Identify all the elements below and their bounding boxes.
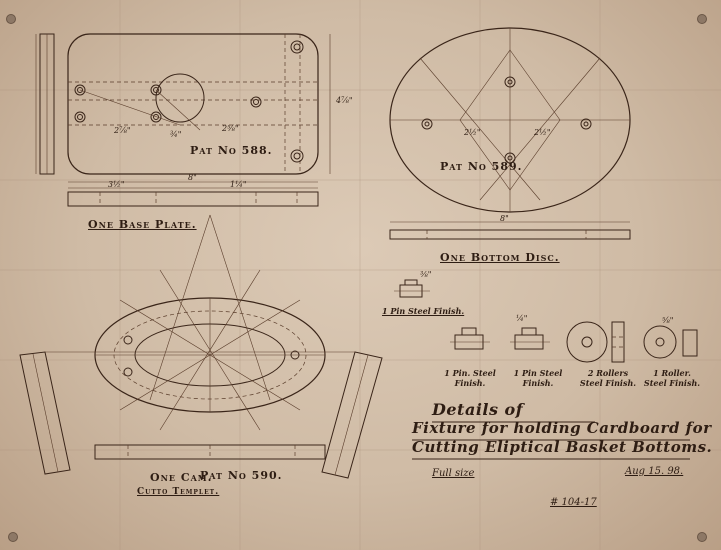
rollers-2-drawing [566, 321, 625, 363]
pat-588-label: Pat No 588. [190, 144, 273, 157]
dim-base-2-15: 2⅝" [222, 124, 239, 133]
pin-3-label: 1 Pin Steel Finish. [513, 368, 563, 388]
dim-base-3-2: 3½" [108, 180, 125, 189]
dim-base-side: 4⅞" [336, 96, 353, 105]
drawing-number: # 104-17 [550, 497, 597, 508]
pat-590-label: Pat No 590. [200, 469, 283, 482]
dim-base-3-4: ¾" [170, 130, 182, 139]
dim-base-1-4: 1¼" [230, 180, 247, 189]
dim-base-8: 8" [188, 173, 197, 182]
bottom-disc-label: One Bottom Disc. [440, 251, 560, 264]
pat-589-label: Pat No 589. [440, 160, 523, 173]
dim-roller: ⅝" [662, 316, 674, 325]
dim-pin-top: ⅜" [420, 270, 432, 279]
roller-1-label: 1 Roller. Steel Finish. [643, 368, 701, 388]
cam-drawing [19, 214, 383, 479]
pin-3-drawing [510, 327, 550, 350]
base-plate-drawing [35, 33, 331, 207]
title-line-1: Details of [432, 400, 524, 419]
dim-disc-2-5a: 2½" [464, 128, 481, 137]
scale-label: Full size [432, 468, 475, 479]
pin-2-label: 1 Pin. Steel Finish. [444, 368, 496, 388]
title-line-2: Fixture for holding Cardboard for [412, 419, 712, 437]
cutto-templet-label: Cutto Templet. [137, 487, 220, 497]
pushpin-icon [8, 532, 18, 542]
title-line-3: Cutting Eliptical Basket Bottoms. [412, 438, 713, 456]
dim-disc-8: 8" [500, 214, 509, 223]
dim-disc-2-5b: 2½" [534, 128, 551, 137]
pin-2-drawing [450, 327, 490, 350]
date-label: Aug 15. 98. [625, 466, 684, 477]
pushpin-icon [6, 14, 16, 24]
roller-1-drawing [643, 325, 698, 359]
pin-1-drawing [394, 279, 430, 298]
dim-pin-mid: ¼" [516, 314, 528, 323]
bottom-disc-drawing [389, 27, 631, 240]
cam-label: One Cam. [150, 471, 213, 484]
pushpin-icon [697, 14, 707, 24]
pin-1-label: 1 Pin Steel Finish. [382, 306, 465, 316]
rollers-2-label: 2 Rollers Steel Finish. [579, 368, 637, 388]
pushpin-icon [697, 532, 707, 542]
base-plate-label: One Base Plate. [88, 218, 197, 231]
dim-base-2-9: 2⅞" [114, 126, 131, 135]
